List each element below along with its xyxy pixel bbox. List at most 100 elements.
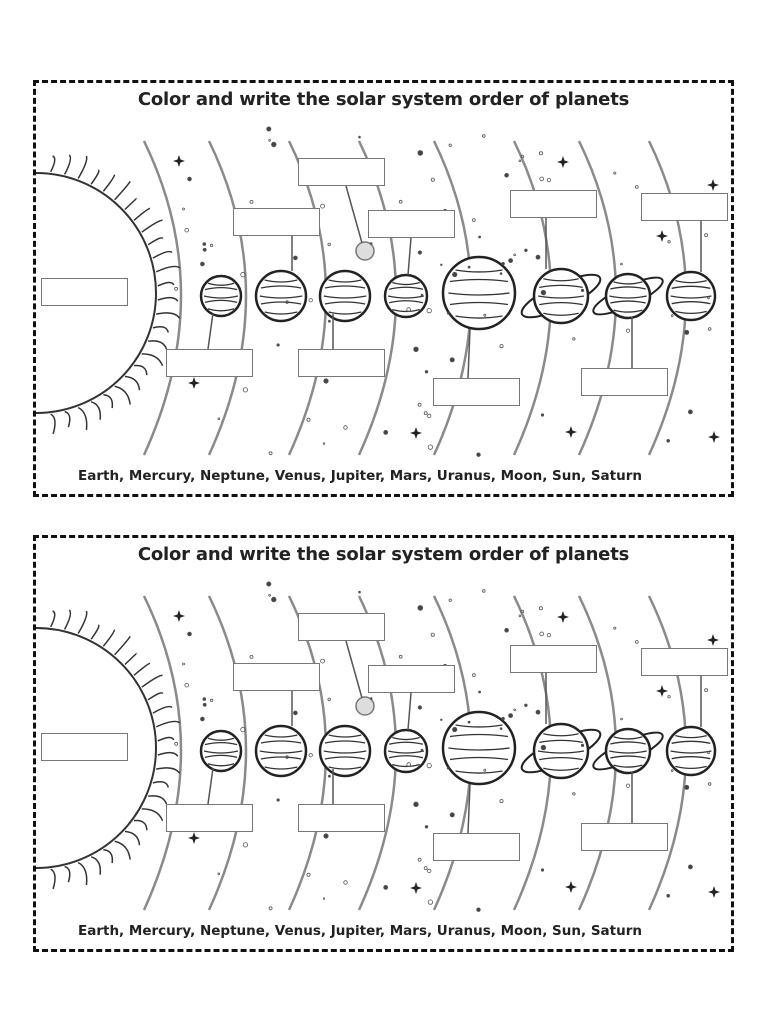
- saturn-band: [539, 756, 583, 761]
- answer-box-venus[interactable]: [233, 663, 320, 691]
- answer-box-moon[interactable]: [298, 158, 385, 186]
- uranus-icon: [604, 727, 652, 775]
- venus-band: [264, 734, 298, 738]
- space-dot: [704, 233, 708, 238]
- mercury-band: [207, 763, 235, 767]
- space-dot: [200, 716, 205, 722]
- neptune-band: [675, 280, 707, 284]
- space-dot: [504, 628, 509, 633]
- mars-band: [392, 736, 420, 741]
- sun-flame-icon: [77, 155, 88, 179]
- answer-box-jupiter[interactable]: [433, 378, 520, 406]
- space-dot: [320, 203, 326, 209]
- sun-flame-icon: [124, 652, 138, 666]
- sun-flame-icon: [90, 169, 100, 185]
- space-dot: [501, 261, 505, 266]
- earth-icon: [318, 724, 372, 778]
- pointer-line: [345, 185, 363, 244]
- space-dot: [476, 907, 481, 912]
- space-dot: [539, 631, 545, 637]
- sun-flame-icon: [114, 840, 131, 860]
- saturn-band: [543, 733, 579, 737]
- space-dot: [242, 387, 248, 393]
- space-dot: [327, 242, 331, 247]
- saturn-band: [539, 301, 583, 306]
- venus-band: [260, 756, 302, 760]
- answer-box-uranus[interactable]: [581, 368, 668, 396]
- space-dot: [440, 263, 443, 267]
- sun-flame-icon: [114, 385, 131, 405]
- space-dot: [540, 744, 547, 751]
- space-dot: [184, 227, 189, 233]
- saturn-band: [539, 284, 583, 288]
- space-dot: [426, 763, 432, 769]
- space-dot: [210, 698, 214, 702]
- answer-box-mars[interactable]: [368, 210, 455, 238]
- answer-box-neptune[interactable]: [641, 648, 728, 676]
- space-dot: [482, 134, 486, 138]
- star-icon: [410, 427, 422, 439]
- uranus-band: [609, 295, 647, 299]
- answer-box-venus[interactable]: [233, 208, 320, 236]
- answer-box-neptune[interactable]: [641, 193, 728, 221]
- star-icon: [565, 881, 577, 893]
- space-dot: [446, 311, 450, 315]
- sun-flame-icon: [133, 662, 151, 676]
- sun-flame-icon: [90, 856, 102, 875]
- sun-flame-icon: [114, 181, 131, 201]
- space-dot: [613, 626, 617, 630]
- sun-flame-icon: [155, 720, 181, 728]
- space-dot: [266, 126, 272, 132]
- space-dot: [327, 774, 331, 778]
- space-dot: [383, 429, 389, 435]
- sun-flame-icon: [114, 636, 131, 656]
- star-icon: [173, 610, 185, 622]
- space-dot: [271, 596, 277, 603]
- space-dot: [540, 868, 545, 872]
- answer-box-jupiter[interactable]: [433, 833, 520, 861]
- space-dot: [308, 298, 313, 303]
- space-dot: [440, 718, 443, 722]
- sun-flame-icon: [141, 353, 164, 367]
- sun-flame-icon: [141, 808, 164, 822]
- answer-box-moon[interactable]: [298, 613, 385, 641]
- space-dot: [249, 655, 254, 659]
- saturn-icon: [532, 722, 590, 780]
- space-dot: [449, 812, 455, 818]
- space-dot: [704, 688, 708, 693]
- space-dot: [634, 640, 639, 644]
- answer-box-saturn[interactable]: [510, 190, 597, 218]
- space-dot: [538, 151, 543, 156]
- sun-flame-icon: [50, 610, 56, 628]
- venus-band: [260, 301, 302, 305]
- venus-band: [264, 766, 298, 770]
- space-dot: [452, 271, 458, 278]
- answer-box-saturn[interactable]: [510, 645, 597, 673]
- sun-flame-icon: [152, 326, 169, 333]
- answer-box-mercury[interactable]: [166, 349, 253, 377]
- star-icon: [707, 179, 719, 191]
- space-dot: [707, 296, 710, 300]
- space-dot: [472, 218, 476, 222]
- earth-band: [328, 766, 362, 770]
- answer-box-mars[interactable]: [368, 665, 455, 693]
- space-dot: [202, 247, 207, 252]
- star-icon: [410, 882, 422, 894]
- sun-flame-icon: [103, 848, 114, 864]
- jupiter-band: [448, 747, 510, 751]
- answer-box-earth[interactable]: [298, 349, 385, 377]
- earth-band: [328, 734, 362, 738]
- answer-box-mercury[interactable]: [166, 804, 253, 832]
- answer-box-uranus[interactable]: [581, 823, 668, 851]
- answer-box-sun[interactable]: [41, 733, 128, 761]
- answer-box-sun[interactable]: [41, 278, 128, 306]
- moon-icon: [355, 241, 375, 261]
- mercury-band: [207, 282, 235, 286]
- saturn-band: [543, 312, 579, 316]
- venus-band: [259, 750, 303, 754]
- space-dot: [540, 413, 545, 417]
- space-dot: [688, 864, 693, 870]
- space-dot: [327, 697, 331, 702]
- answer-box-earth[interactable]: [298, 804, 385, 832]
- worksheet-title: Color and write the solar system order o…: [137, 89, 630, 110]
